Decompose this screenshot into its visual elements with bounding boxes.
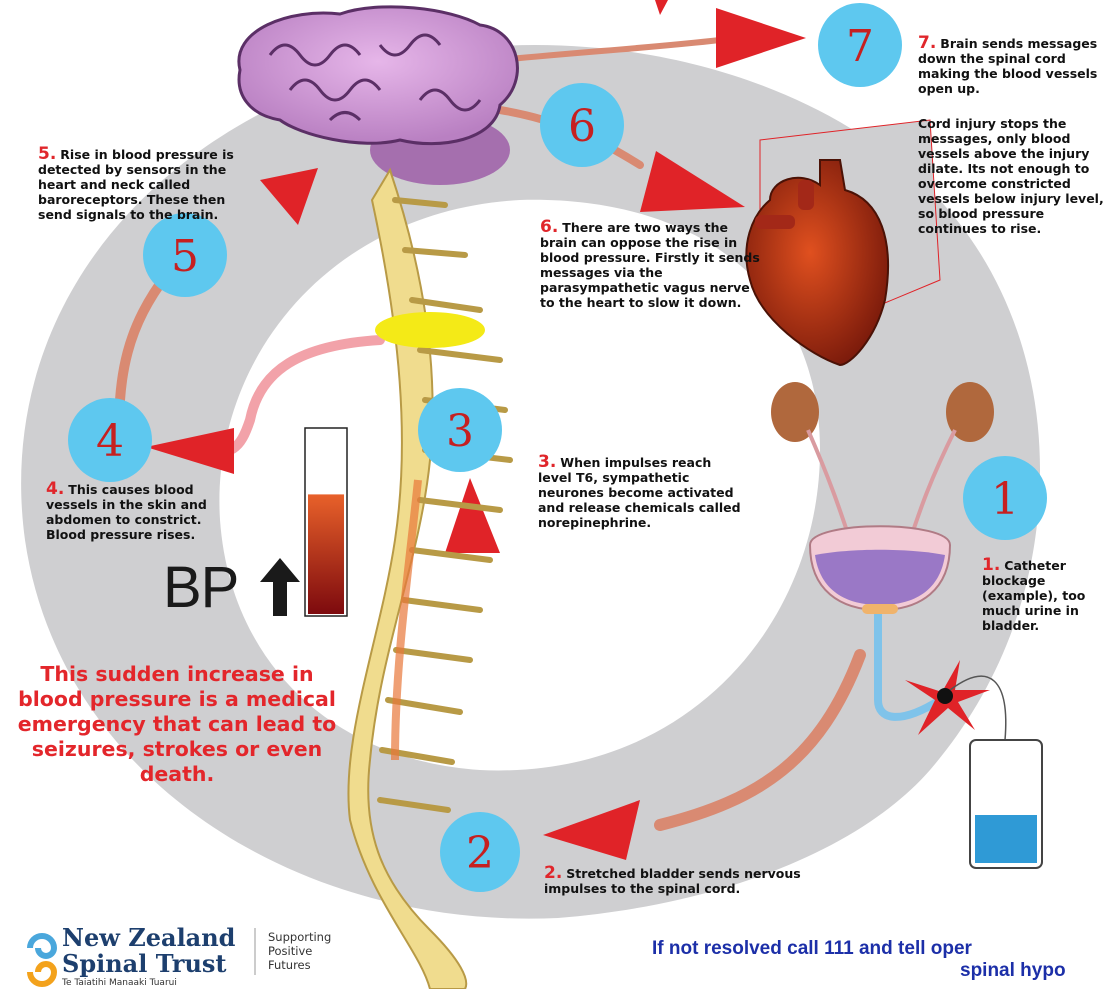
- svg-text:6: 6: [568, 101, 596, 152]
- arrow-to-7: [716, 8, 806, 68]
- org-tagline-1: Supporting: [268, 930, 331, 944]
- org-name-line2: Spinal Trust: [62, 951, 227, 977]
- step-circle-4: 4: [68, 398, 152, 482]
- bp-label: BP: [163, 558, 238, 618]
- svg-text:5: 5: [171, 231, 199, 282]
- footer-line-1: If not resolved call 111 and tell oper: [652, 938, 972, 959]
- org-maori-name: Te Taiatihi Manaaki Tuarui: [62, 978, 177, 989]
- footer-line-2: spinal hypo: [652, 960, 1118, 982]
- step-circle-5: 5: [143, 213, 227, 297]
- svg-text:3: 3: [446, 406, 474, 457]
- svg-text:7: 7: [846, 21, 874, 72]
- t6-injury-level-marker: [375, 312, 485, 348]
- spinal-trust-logo-icon: [30, 936, 54, 984]
- org-tagline-3: Futures: [268, 958, 311, 972]
- svg-text:4: 4: [96, 416, 124, 467]
- step-5-text: 5.Rise in blood pressure is detected by …: [38, 147, 256, 222]
- bp-meter: [305, 428, 347, 616]
- step-6-text: 6.There are two ways the brain can oppos…: [540, 220, 765, 310]
- org-tagline-2: Positive: [268, 944, 312, 958]
- step-7-text: 7.Brain sends messages down the spinal c…: [918, 36, 1114, 96]
- org-name-line1: New Zealand: [62, 925, 235, 951]
- step-4-text: 4.This causes blood vessels in the skin …: [46, 482, 231, 542]
- step-circle-3: 3: [418, 388, 502, 472]
- arrow-up-3: [445, 478, 500, 553]
- step-circle-2: 2: [440, 812, 520, 892]
- svg-text:1: 1: [991, 474, 1019, 525]
- step-1-text: 1.Catheter blockage (example), too much …: [982, 558, 1112, 633]
- svg-text:2: 2: [466, 828, 494, 879]
- step-3-text: 3.When impulses reach level T6, sympathe…: [538, 455, 743, 530]
- arrow-top-fragment: [655, 0, 668, 15]
- bp-up-arrow-icon: [260, 558, 300, 616]
- step-7-extra-text: Cord injury stops the messages, only blo…: [918, 116, 1114, 236]
- step-circle-1: 1: [963, 456, 1047, 540]
- step-circle-6: 6: [540, 83, 624, 167]
- bp-meter-fill: [308, 494, 344, 614]
- step-circle-7: 7: [818, 3, 902, 87]
- step-2-text: 2.Stretched bladder sends nervous impuls…: [544, 866, 864, 896]
- emergency-warning: This sudden increase in blood pressure i…: [12, 662, 342, 787]
